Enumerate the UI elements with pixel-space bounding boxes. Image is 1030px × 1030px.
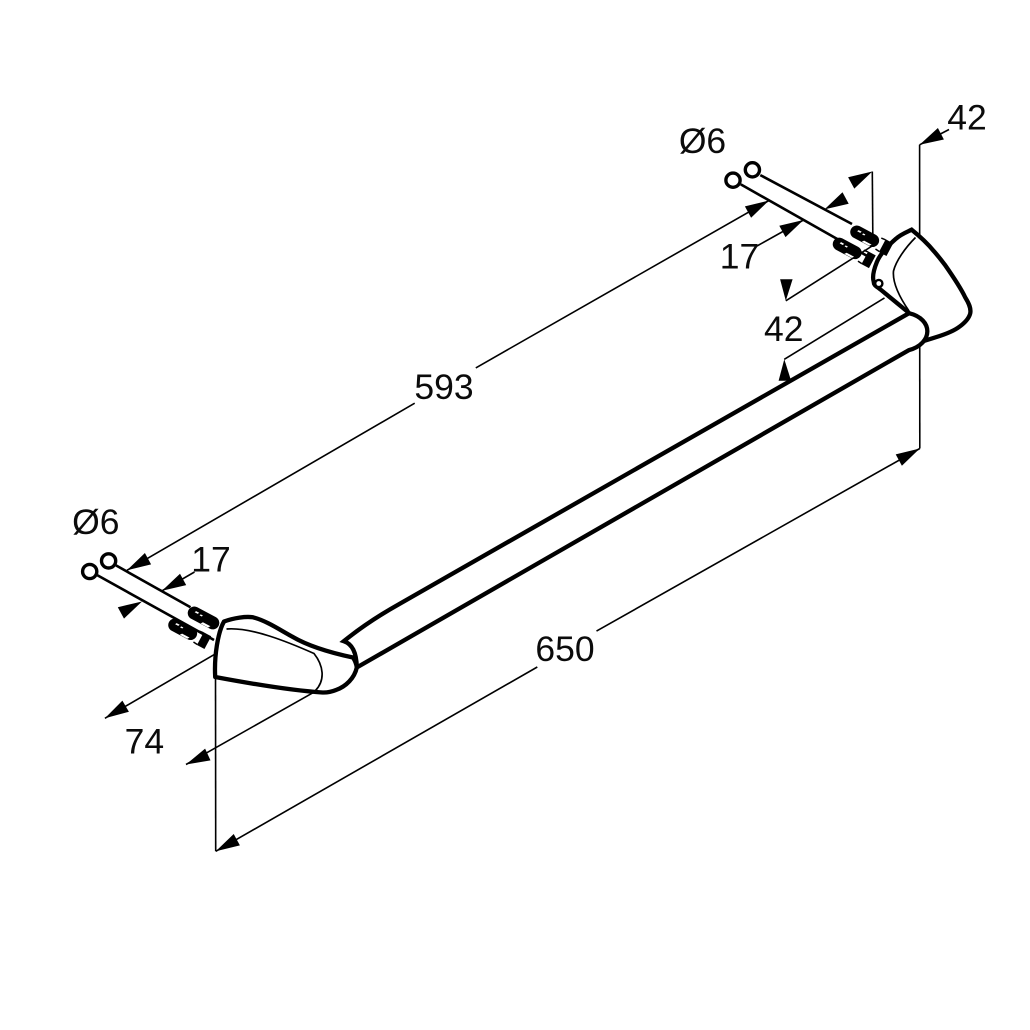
svg-text:Ø6: Ø6 — [679, 121, 726, 161]
svg-text:650: 650 — [535, 629, 594, 669]
svg-text:74: 74 — [125, 722, 165, 762]
svg-text:42: 42 — [947, 98, 987, 138]
svg-text:42: 42 — [764, 309, 804, 349]
svg-text:17: 17 — [191, 539, 231, 579]
svg-text:17: 17 — [720, 236, 760, 276]
svg-text:Ø6: Ø6 — [72, 502, 119, 542]
svg-text:593: 593 — [414, 367, 473, 407]
